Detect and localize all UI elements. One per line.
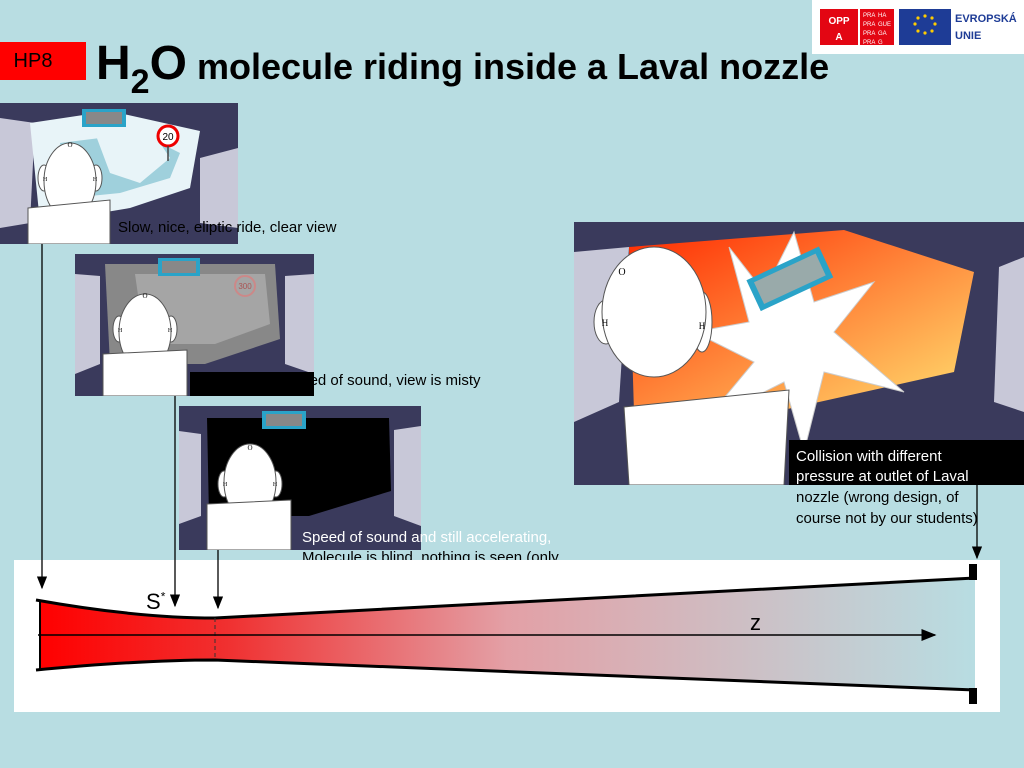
slide-title: H2O molecule riding inside a Laval nozzl…: [96, 36, 829, 102]
logo-graphic: OPP A PRA HA PRA GUE PRA GA PRA G EVROPS…: [820, 9, 1017, 46]
atom-label-h: H: [602, 318, 609, 328]
title-text: molecule riding inside a Laval nozzle: [186, 46, 830, 87]
speed-sign-icon: [234, 275, 256, 297]
atom-label-h: H: [699, 321, 706, 331]
badge-label: HP8: [13, 49, 53, 72]
eu-flag-icon: [899, 9, 951, 45]
atom-label-h: H: [273, 482, 278, 488]
logo-unie: UNIE: [955, 30, 981, 42]
atom-label-h: H: [223, 482, 228, 488]
logo-praha-5: PRA: [863, 31, 875, 37]
atom-label-o: O: [67, 141, 72, 149]
atom-label-o: O: [247, 444, 252, 452]
title-h: H: [96, 37, 131, 90]
throat-label-s: S: [146, 589, 161, 614]
logo-praha-7: PRA: [863, 40, 875, 46]
panel-collision: O H H: [574, 222, 1024, 485]
atom-label-h: H: [168, 328, 173, 334]
logo-praha-8: G: [878, 40, 883, 46]
nozzle-lower-wall: [35, 658, 976, 692]
speed-sign-value: 20: [162, 132, 174, 143]
atom-label-h: H: [118, 328, 123, 334]
logo-praha-2: HA: [878, 13, 886, 19]
caption-approaching-sound: Approaching speed of sound, view is mist…: [197, 372, 481, 389]
caption-speed-of-sound-line-1: Speed of sound and still accelerating,: [302, 528, 551, 549]
caption-speed-of-sound-line-2: Molecule is blind, nothing is seen (only: [302, 549, 559, 566]
panel-slow-ride: 20 O H H: [0, 103, 238, 244]
caption-speed-of-sound-text-1: Speed of sound and still accelerating,: [302, 529, 552, 546]
eu-funding-logo: OPP A PRA HA PRA GUE PRA GA PRA G EVROPS…: [812, 0, 1024, 54]
oxygen-atom-icon: [601, 246, 707, 378]
slide-number-badge: HP8: [0, 42, 86, 80]
z-axis-label: z: [750, 610, 761, 635]
caption-slow-ride: Slow, nice, eliptic ride, clear view: [118, 219, 337, 236]
logo-praha-1: PRA: [863, 13, 875, 19]
logo-opp: OPP: [828, 16, 849, 27]
atom-label-o: O: [618, 267, 625, 278]
title-subscript: 2: [130, 63, 150, 101]
logo-praha-4: GUE: [878, 22, 891, 28]
panel-speed-of-sound: O H H: [179, 406, 421, 550]
caption-collision-line-3: nozzle (wrong design, of: [796, 489, 959, 506]
atom-label-h: H: [93, 177, 98, 183]
nozzle-background: [14, 560, 1000, 712]
logo-praha-3: PRA: [863, 22, 875, 28]
logo-evropska: EVROPSKÁ: [955, 12, 1017, 25]
atom-label-o: O: [142, 292, 147, 300]
atom-label-h: H: [43, 177, 48, 183]
caption-speed-of-sound-line-3: the rear mirror view is clear): [302, 570, 488, 587]
title-o: O: [149, 37, 187, 90]
nozzle-flow-area: [40, 578, 975, 690]
logo-a: A: [835, 32, 842, 43]
panel-approaching-sound: 300 O H H: [75, 254, 314, 396]
caption-collision-line-1: Collision with different: [796, 448, 942, 465]
caption-collision-line-4: course not by our students): [796, 510, 978, 527]
nozzle-upper-wall: [35, 576, 976, 620]
logo-praha-6: GA: [878, 31, 887, 37]
caption-collision-line-2: pressure at outlet of Laval: [796, 468, 969, 485]
throat-label-star: *: [160, 589, 166, 604]
throat-label: S*: [146, 589, 165, 615]
speed-sign-value: 300: [238, 282, 252, 291]
